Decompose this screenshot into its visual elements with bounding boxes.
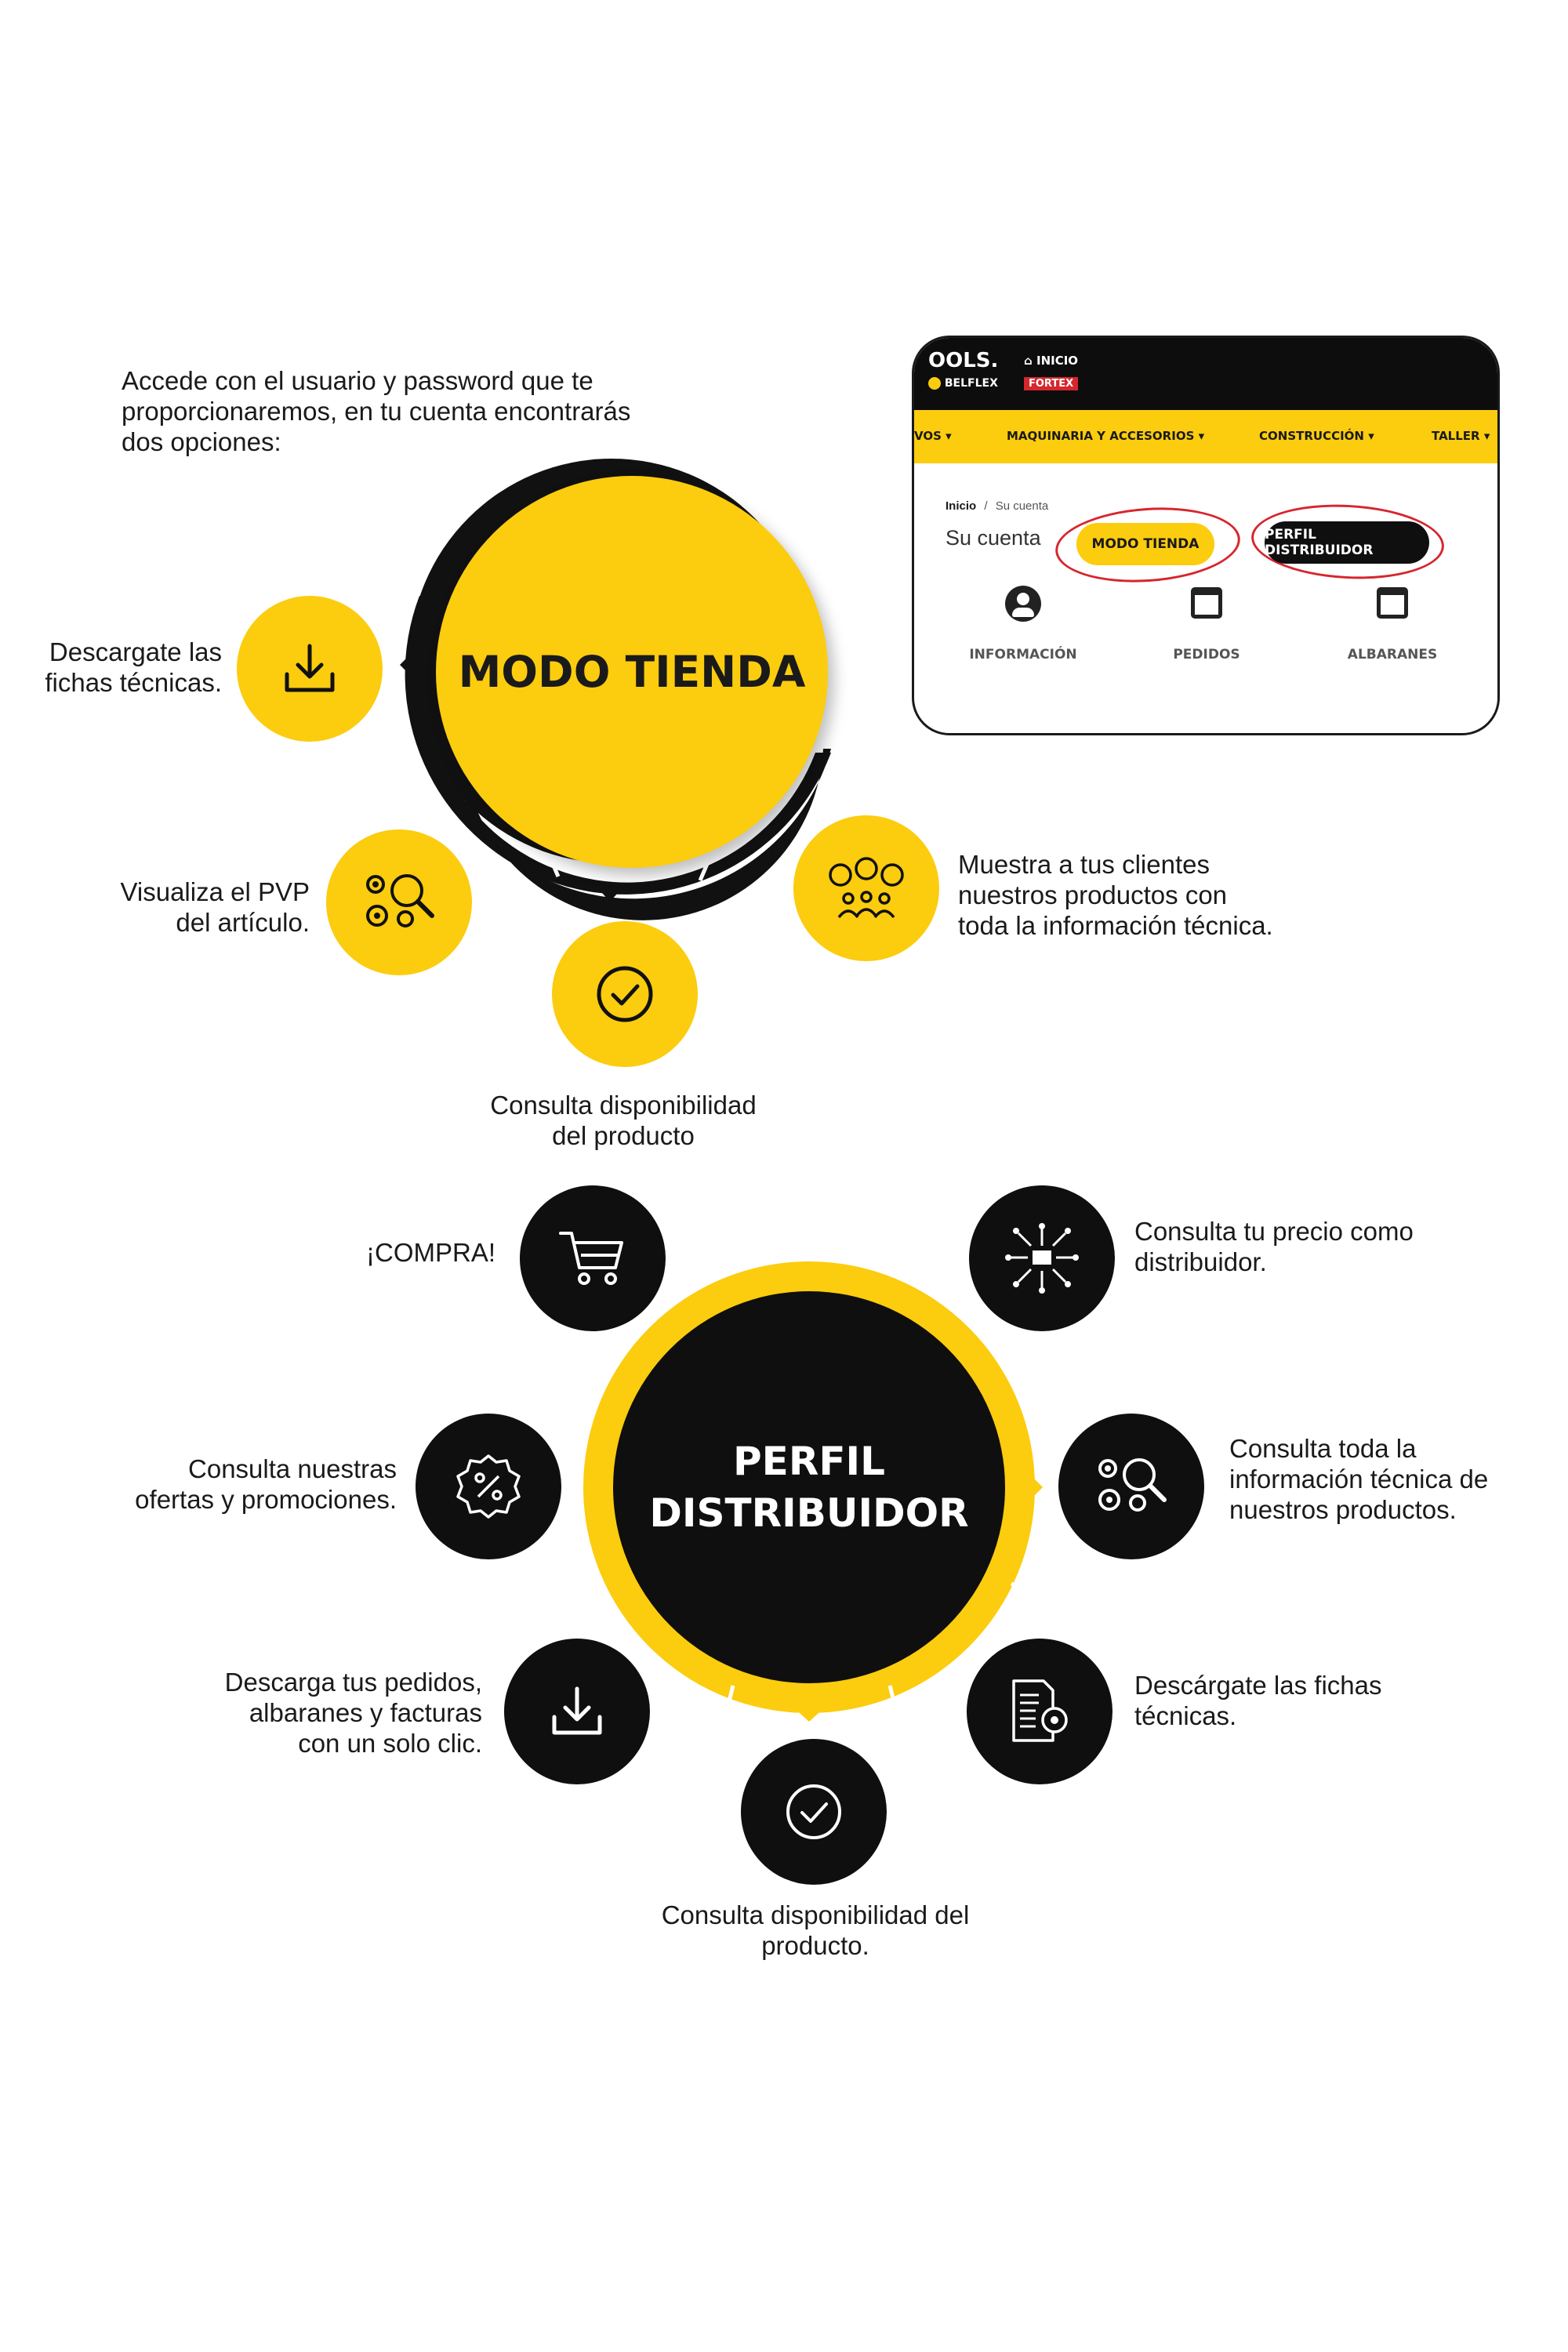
people-chat-icon: [829, 857, 904, 919]
distribuidor-title-line1: PERFIL: [733, 1439, 885, 1484]
discount-badge-icon: [456, 1454, 521, 1519]
distribuidor-title-line2: DISTRIBUIDOR: [649, 1490, 969, 1536]
chevron-down-icon: ▾: [1368, 429, 1374, 443]
info-icon-bubble: [1058, 1414, 1204, 1559]
account-page-mockup: OOLS. BELFLEX ⌂ INICIO FORTEX VOS ▾ MAQU…: [912, 336, 1500, 735]
offers-icon-bubble: [416, 1414, 561, 1559]
calendar-icon[interactable]: [1191, 587, 1222, 619]
account-heading: Su cuenta: [946, 526, 1041, 550]
intro-line: dos opciones:: [122, 427, 281, 456]
brand-logo: OOLS.: [928, 349, 999, 372]
modo-tienda-circle: MODO TIENDA: [436, 476, 828, 868]
distribution-icon-bubble: [969, 1185, 1115, 1331]
pvp-icon-bubble: [326, 829, 472, 975]
menu-informacion[interactable]: INFORMACIÓN: [969, 647, 1077, 662]
clients-icon-bubble: [793, 815, 939, 961]
check-icon-bubble: [552, 921, 698, 1067]
mockup-top-bar: OOLS. BELFLEX ⌂ INICIO FORTEX: [914, 338, 1497, 410]
download-icon: [552, 1686, 602, 1735]
chevron-down-icon: ▾: [1198, 429, 1205, 443]
chevron-down-icon: ▾: [1483, 429, 1490, 443]
shopping-cart-icon: [559, 1232, 623, 1285]
breadcrumb-current: Su cuenta: [995, 499, 1049, 513]
availability-icon-bubble: [741, 1739, 887, 1885]
fortex-logo: FORTEX: [1024, 377, 1079, 390]
gears-search-icon: [366, 874, 434, 927]
nav-item[interactable]: VOS ▾: [914, 429, 952, 443]
calendar-icon[interactable]: [1377, 587, 1408, 619]
check-circle-icon: [786, 1784, 841, 1839]
dist-buy-text: ¡COMPRA!: [366, 1238, 495, 1267]
nav-item[interactable]: MAQUINARIA Y ACCESORIOS ▾: [1007, 429, 1205, 443]
orders-download-icon-bubble: [504, 1639, 650, 1784]
document-gear-icon: [1012, 1679, 1068, 1742]
chevron-down-icon: ▾: [946, 429, 952, 443]
home-icon: ⌂: [1024, 354, 1033, 368]
intro-line: proporcionaremos, en tu cuenta encontrar…: [122, 397, 631, 426]
intro-text: Accede con el usuario y password que te …: [122, 365, 630, 457]
download-icon: [285, 644, 335, 692]
sheets-icon-bubble: [967, 1639, 1112, 1784]
home-link-label: INICIO: [1036, 354, 1079, 368]
modo-tienda-title: MODO TIENDA: [458, 647, 806, 697]
nav-item[interactable]: CONSTRUCCIÓN ▾: [1259, 429, 1374, 443]
dist-orders-text: Descarga tus pedidos,albaranes y factura…: [224, 1668, 482, 1758]
perfil-distribuidor-button[interactable]: PERFIL DISTRIBUIDOR: [1265, 521, 1429, 564]
user-icon[interactable]: [1005, 586, 1041, 622]
cart-icon-bubble: [520, 1185, 666, 1331]
breadcrumb: Inicio / Su cuenta: [946, 499, 1048, 513]
belflex-logo: BELFLEX: [944, 377, 998, 390]
breadcrumb-separator: /: [984, 499, 988, 513]
bolt-icon: [928, 377, 941, 390]
distribution-network-icon: [1005, 1223, 1079, 1294]
breadcrumb-home[interactable]: Inicio: [946, 499, 977, 513]
check-circle-icon: [597, 966, 653, 1022]
nav-item[interactable]: TALLER ▾: [1432, 429, 1490, 443]
home-link[interactable]: ⌂ INICIO: [1024, 354, 1078, 368]
category-nav: [914, 410, 1497, 463]
gears-search-icon: [1098, 1458, 1167, 1512]
download-icon-bubble: [237, 596, 383, 742]
menu-albaranes[interactable]: ALBARANES: [1347, 647, 1438, 662]
intro-line: Accede con el usuario y password que te: [122, 366, 593, 395]
modo-tienda-button[interactable]: MODO TIENDA: [1076, 523, 1214, 565]
perfil-distribuidor-circle: PERFIL DISTRIBUIDOR: [613, 1291, 1005, 1683]
menu-pedidos[interactable]: PEDIDOS: [1173, 647, 1240, 662]
